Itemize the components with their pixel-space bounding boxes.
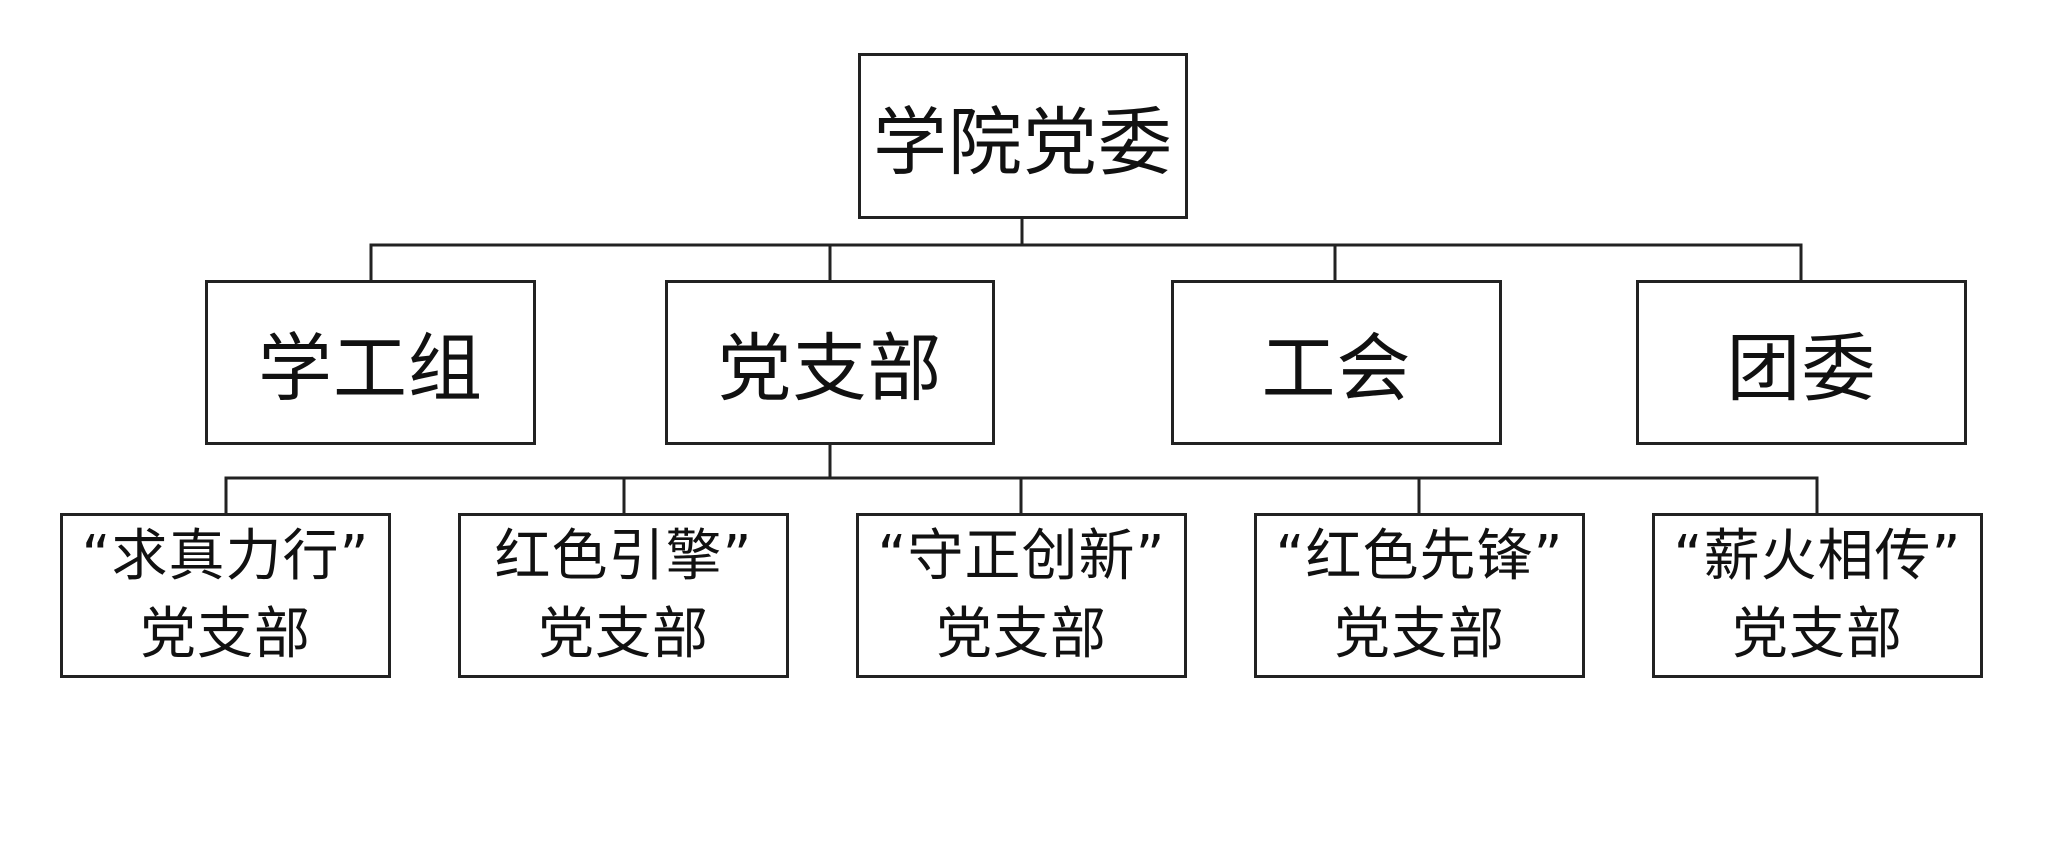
node-xuegongzu: 学工组: [205, 280, 536, 445]
root-node-label: 学院党委: [873, 99, 1173, 186]
branch-suffix: 党支部: [1732, 601, 1903, 667]
branch-shouzheng: “守正创新” 党支部: [856, 513, 1187, 678]
node-label: 学工组: [258, 326, 483, 412]
branch-suffix: 党支部: [936, 601, 1107, 667]
branch-xinhuo: “薪火相传” 党支部: [1652, 513, 1983, 678]
branch-name: “薪火相传”: [1673, 523, 1962, 589]
branch-name: “守正创新”: [877, 523, 1166, 589]
root-node: 学院党委: [858, 53, 1188, 219]
branch-name: 红色引擎”: [494, 523, 753, 589]
branch-suffix: 党支部: [140, 601, 311, 667]
branch-name: “求真力行”: [81, 523, 370, 589]
branch-suffix: 党支部: [538, 601, 709, 667]
node-label: 工会: [1261, 326, 1412, 412]
branch-hongsexianfeng: “红色先锋” 党支部: [1254, 513, 1585, 678]
node-dangzhibu: 党支部: [665, 280, 995, 445]
node-label: 党支部: [717, 326, 943, 412]
branch-hongseyinqing: 红色引擎” 党支部: [458, 513, 789, 678]
branch-suffix: 党支部: [1334, 601, 1505, 667]
node-gonghui: 工会: [1171, 280, 1502, 445]
branch-name: “红色先锋”: [1275, 523, 1564, 589]
node-label: 团委: [1726, 326, 1877, 412]
node-tuanwei: 团委: [1636, 280, 1967, 445]
branch-qiuzhen: “求真力行” 党支部: [60, 513, 391, 678]
